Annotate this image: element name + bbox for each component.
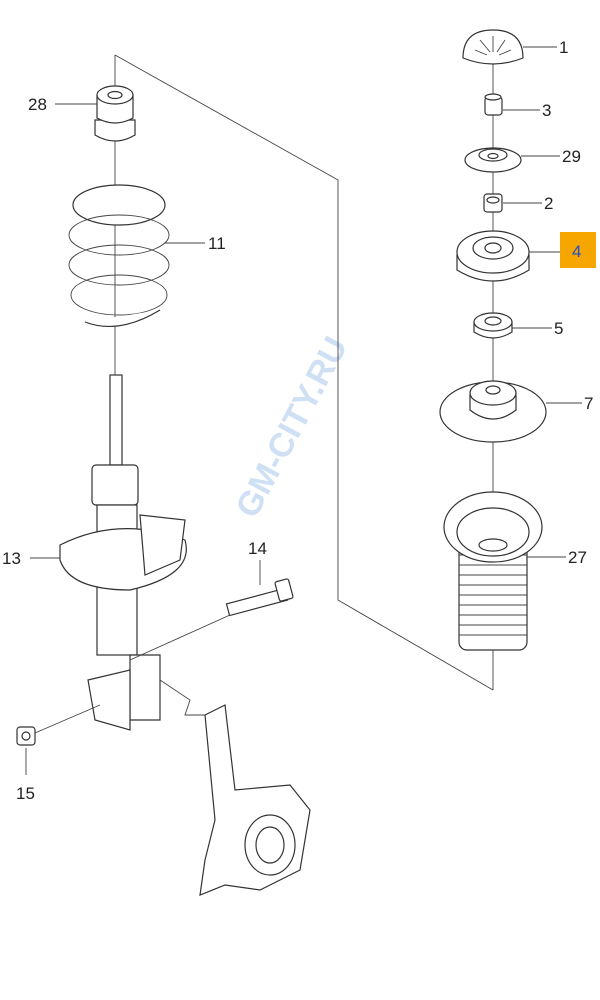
part-15-nut[interactable] bbox=[16, 704, 101, 746]
callout-14[interactable]: 14 bbox=[248, 539, 267, 558]
part-1-cap[interactable] bbox=[462, 29, 524, 65]
callout-4-highlight[interactable] bbox=[560, 232, 596, 268]
part-27-dust-boot[interactable] bbox=[443, 491, 543, 651]
assembly-frame-line bbox=[114, 54, 494, 691]
part-11-coil-spring[interactable] bbox=[68, 184, 170, 327]
callout-2[interactable]: 2 bbox=[544, 194, 553, 213]
part-4-strut-mount[interactable] bbox=[456, 230, 530, 282]
callout-13[interactable]: 13 bbox=[2, 549, 21, 568]
callout-5[interactable]: 5 bbox=[554, 319, 563, 338]
steering-knuckle bbox=[159, 679, 311, 896]
leader-lines bbox=[25, 46, 582, 775]
callout-4[interactable]: 4 bbox=[572, 242, 581, 261]
part-29-washer[interactable] bbox=[464, 147, 522, 173]
callout-3[interactable]: 3 bbox=[542, 101, 551, 120]
part-2-nut[interactable] bbox=[483, 193, 503, 213]
part-14-bolt[interactable] bbox=[129, 578, 294, 661]
callout-11[interactable]: 11 bbox=[208, 234, 226, 253]
watermark: GM-CITY.RU bbox=[229, 331, 356, 524]
callout-1[interactable]: 1 bbox=[559, 38, 568, 57]
shock-absorber[interactable] bbox=[59, 374, 187, 731]
callout-7[interactable]: 7 bbox=[584, 394, 593, 413]
callout-15[interactable]: 15 bbox=[16, 784, 35, 803]
part-28-bump-stop[interactable] bbox=[94, 85, 136, 142]
part-5-bearing[interactable] bbox=[473, 312, 513, 339]
callout-29[interactable]: 29 bbox=[562, 147, 581, 166]
part-3-nut[interactable] bbox=[484, 93, 503, 116]
part-7-spring-seat[interactable] bbox=[439, 380, 547, 443]
callout-27[interactable]: 27 bbox=[568, 548, 587, 567]
callout-28[interactable]: 28 bbox=[28, 95, 47, 114]
